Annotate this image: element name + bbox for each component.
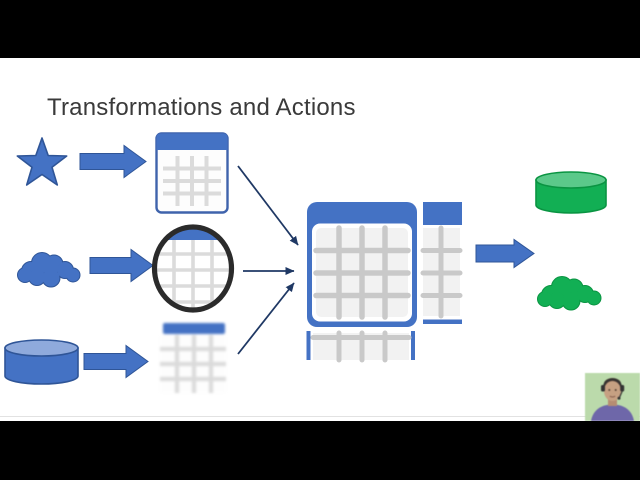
connector-arrow-bottom <box>237 282 295 355</box>
headset-band-icon <box>603 378 622 387</box>
green-database-cylinder-icon <box>535 171 607 214</box>
database-cylinder-icon <box>4 339 79 385</box>
connector-arrow-top <box>237 165 299 246</box>
slide-bottom-edge <box>0 416 640 417</box>
result-arrow <box>475 238 535 269</box>
letterbox-top <box>0 0 640 58</box>
diagram-canvas <box>4 132 607 393</box>
presenter-face <box>604 381 621 401</box>
headset-earcup-right-icon <box>620 385 625 392</box>
letterbox-bottom <box>0 421 640 480</box>
presenter-video-frame <box>585 373 640 421</box>
flow-arrow-cylinder-to-table <box>83 344 149 379</box>
slide-title: Transformations and Actions <box>47 94 356 121</box>
table-icon <box>155 132 229 214</box>
flow-arrow-cloud-to-table <box>89 248 154 283</box>
slide: Transformations and Actions <box>0 58 640 421</box>
presenter-neck <box>608 398 617 406</box>
flow-arrow-star-to-table <box>79 144 147 179</box>
presenter-shirt <box>591 404 634 421</box>
green-cloud-icon <box>537 276 602 311</box>
star-icon <box>16 137 68 186</box>
blurred-table-icon <box>160 323 226 393</box>
partitioned-table-icon <box>307 202 417 327</box>
column-partition-icon <box>420 202 463 324</box>
presenter-webcam <box>585 373 640 421</box>
headset-earcup-left-icon <box>601 385 605 392</box>
headset-mic-icon <box>618 390 624 398</box>
cloud-icon <box>17 252 81 288</box>
row-partition-icon <box>306 330 415 363</box>
lens-table-icon <box>151 224 235 313</box>
